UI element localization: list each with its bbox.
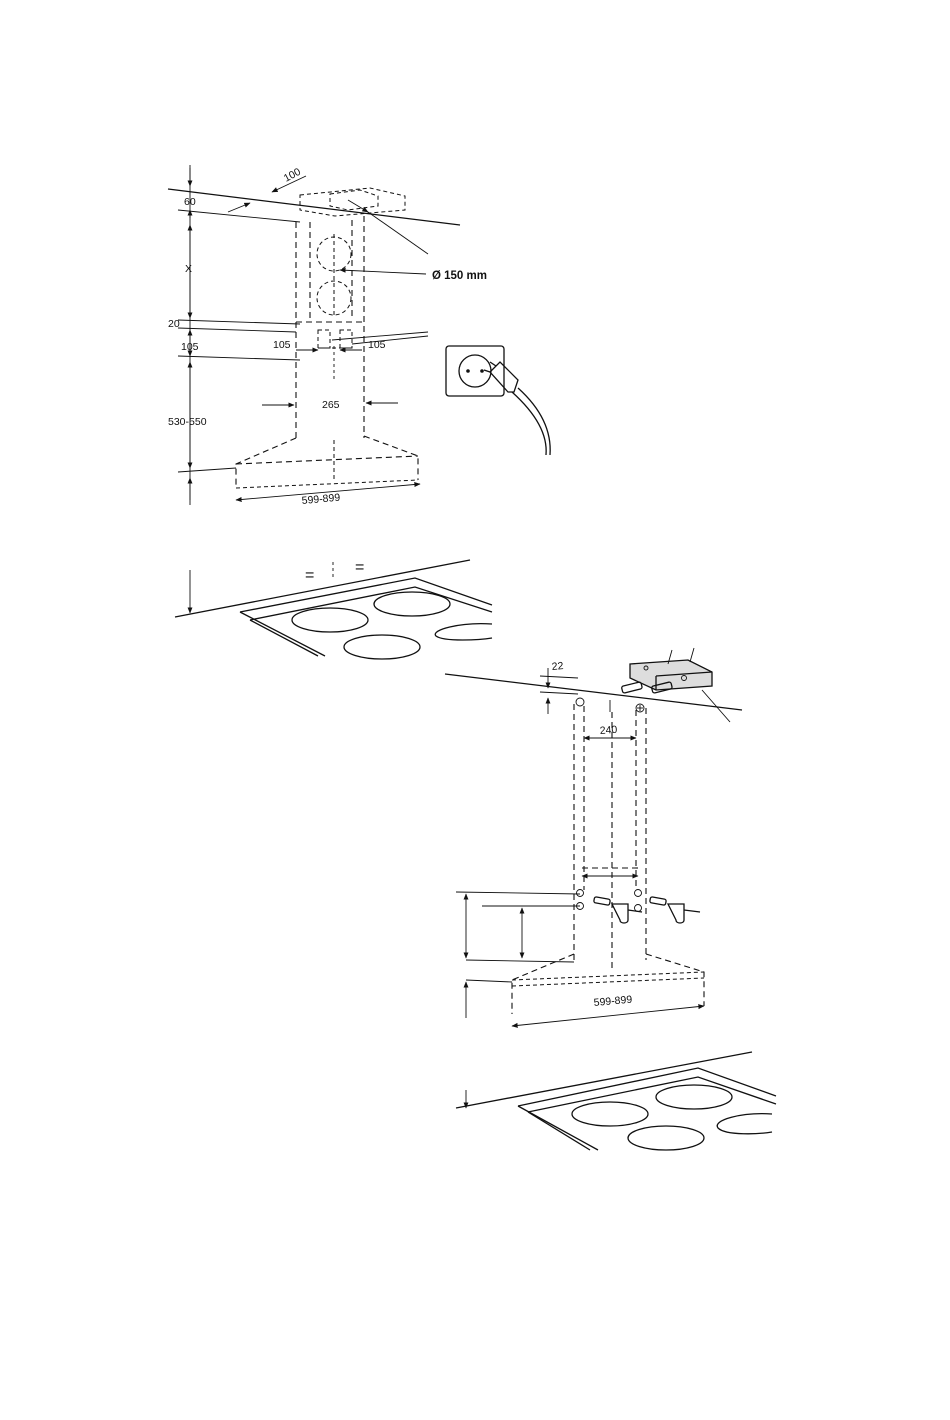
- dim-bracket-spacing-label: 240: [599, 724, 617, 737]
- top-diagram: 60 100 X Ø 150 mm 20 105 105 105 265 530…: [168, 165, 550, 659]
- wall-socket-icon: [446, 346, 504, 396]
- wall-hook-icon: [612, 904, 684, 923]
- dim-105-right-label: 105: [368, 339, 386, 351]
- dim-chimney-width-label: 265: [322, 399, 340, 411]
- dim-hood-width-bottom-label: 599-899: [593, 994, 633, 1009]
- ceiling-bracket-icon: [630, 648, 730, 722]
- dim-height-range-label: 530-550: [168, 416, 207, 428]
- equal-sign-left: =: [305, 567, 314, 584]
- ceiling-line: [168, 189, 460, 225]
- dim-105-left-label: 105: [273, 339, 291, 351]
- dim-top-offset-label: 60: [184, 196, 196, 208]
- dim-tilt-label: 100: [282, 166, 303, 185]
- equal-sign-right: =: [355, 559, 364, 576]
- dim-hood-width-label: 599-899: [301, 492, 341, 507]
- dim-top-offset-bottom-label: 22: [551, 660, 564, 673]
- dim-105-vertical-label: 105: [181, 341, 199, 353]
- dim-x-label: X: [185, 263, 192, 275]
- bottom-diagram: 22 240 599-899: [445, 648, 776, 1150]
- power-plug-icon: [484, 362, 550, 455]
- dim-20-label: 20: [168, 318, 180, 330]
- duct-diameter-label: Ø 150 mm: [432, 270, 487, 282]
